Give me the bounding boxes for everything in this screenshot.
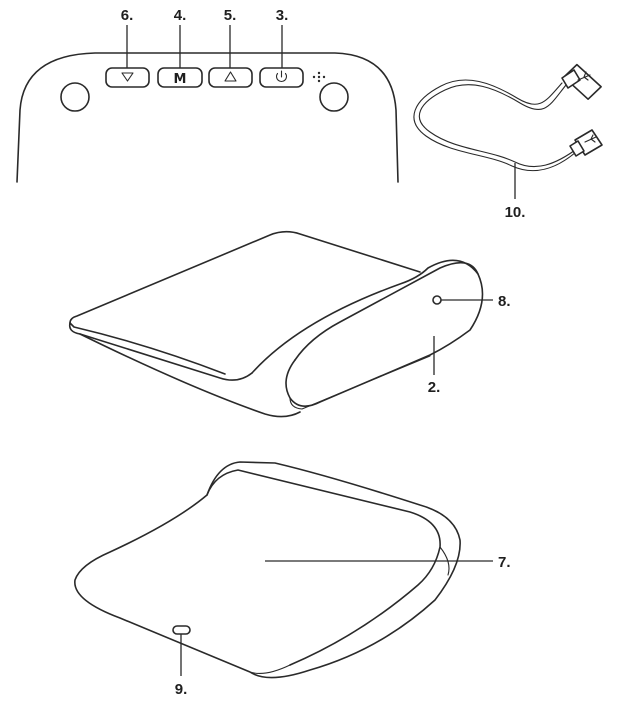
down-button xyxy=(105,67,150,88)
micro-usb-plug xyxy=(569,129,603,157)
device-side-view: 8. 2. xyxy=(68,230,511,418)
charging-pad-view: 7. 9. xyxy=(74,461,511,698)
callout-usb-port: 9. xyxy=(175,681,188,698)
callout-down-button: 6. xyxy=(121,7,134,24)
side-view-front-edge xyxy=(68,322,253,381)
indicator-led xyxy=(432,295,442,305)
pad-outer-shell xyxy=(74,461,461,679)
up-button xyxy=(208,67,253,88)
usb-port xyxy=(172,625,191,635)
device-top-view: M 6. 4. 5. 3. xyxy=(16,7,399,183)
cable-strand-outer xyxy=(418,84,579,168)
right-knob xyxy=(319,82,349,112)
side-view-base xyxy=(79,333,301,418)
mode-button: M xyxy=(157,67,203,88)
callout-mode-button: 4. xyxy=(174,7,187,24)
callout-side-panel: 2. xyxy=(428,379,441,396)
callout-indicator-led: 8. xyxy=(498,293,511,310)
usb-cable: 10. xyxy=(413,63,603,221)
callout-up-button: 5. xyxy=(224,7,237,24)
side-view-end-cap xyxy=(294,261,479,361)
pad-top-surface xyxy=(206,469,441,666)
usb-trident-icon xyxy=(577,71,591,81)
callout-charging-surface: 7. xyxy=(498,554,511,571)
mode-glyph: M xyxy=(174,72,187,87)
callout-usb-cable: 10. xyxy=(505,204,526,221)
mic-dots-icon xyxy=(312,71,326,83)
power-button xyxy=(259,67,304,88)
top-view-outline xyxy=(16,52,399,183)
up-arrow-icon xyxy=(224,71,237,82)
down-arrow-icon xyxy=(121,72,134,82)
usb-trident-icon-micro xyxy=(584,134,597,143)
cable-strand-inner xyxy=(413,79,577,172)
power-icon xyxy=(275,72,288,83)
side-view-rear-roll xyxy=(251,259,484,407)
usb-a-plug xyxy=(561,63,602,101)
side-view-top-surface xyxy=(69,230,421,324)
left-knob xyxy=(60,82,90,112)
callout-power-button: 3. xyxy=(276,7,289,24)
